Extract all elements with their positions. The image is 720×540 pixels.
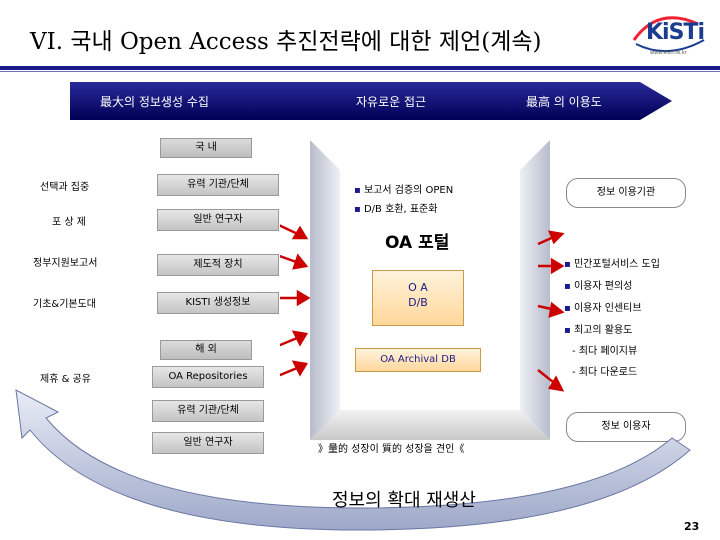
box-general-researchers: 일반 연구자 xyxy=(157,209,279,231)
domestic-label: 국 내 xyxy=(160,138,252,158)
side-label-cooperation: 제휴 & 공유 xyxy=(40,374,91,385)
box-kisti-info: KISTI 생성정보 xyxy=(157,292,279,314)
right-bullet-0: ▪ 민간포털서비스 도입 xyxy=(564,259,660,270)
oa-db-box: O A D/B xyxy=(372,270,464,326)
oa-archival-db-box: OA Archival DB xyxy=(355,348,481,372)
center-bullet-open: ▪ 보고서 검증의 OPEN xyxy=(354,185,454,196)
oa-db-line1: O A xyxy=(408,281,428,294)
box-lower-researchers: 일반 연구자 xyxy=(152,432,264,454)
right-sub-download: - 최다 다운로드 xyxy=(572,367,638,378)
top-arrow-bar: 最大의 정보생성 수집 자유로운 접근 最高 의 이용도 xyxy=(60,80,680,122)
side-label-reward: 포 상 제 xyxy=(52,217,86,228)
box-oa-repositories: OA Repositories xyxy=(152,366,264,388)
overseas-label: 해 외 xyxy=(160,340,252,360)
title-rule xyxy=(0,66,720,70)
info-institution-box: 정보 이용기관 xyxy=(566,178,686,208)
oa-db-line2: D/B xyxy=(408,296,428,309)
logo-swoosh-icon xyxy=(632,16,705,53)
logo-text: KiSTi xyxy=(646,20,705,45)
side-label-basic: 기초&기본도대 xyxy=(33,299,96,310)
oa-portal-label: OA 포털 xyxy=(385,233,450,253)
page-number: 23 xyxy=(684,520,700,533)
box-institutional-measures: 제도적 장치 xyxy=(157,254,279,276)
title-rule-thin xyxy=(0,71,720,72)
incoming-arrows xyxy=(280,224,311,377)
logo-url: www.kisti.re.kr xyxy=(650,50,687,56)
arrow-label-free-access: 자유로운 접근 xyxy=(356,95,427,109)
outgoing-arrows xyxy=(537,230,565,392)
side-label-gov-report: 정부지원보고서 xyxy=(33,258,98,269)
bullet-icon: ▪ xyxy=(564,303,574,314)
cycle-text: 정보의 확대 재생산 xyxy=(332,490,476,511)
arrow-label-max-usage: 最高 의 이용도 xyxy=(526,95,602,109)
growth-text: 》量的 성장이 質的 성장을 견인《 xyxy=(318,444,465,455)
center-funnel-graphic xyxy=(280,140,565,440)
box-lower-institutions: 유력 기관/단체 xyxy=(152,400,264,422)
bullet-icon: ▪ xyxy=(354,185,364,196)
right-bullet-1: ▪ 이용자 편의성 xyxy=(564,281,633,292)
bullet-icon: ▪ xyxy=(564,259,574,270)
bullet-icon: ▪ xyxy=(354,204,364,215)
center-bullet-standard: ▪ D/B 호환, 표준화 xyxy=(354,204,438,215)
cycle-arrow-graphic xyxy=(15,389,691,531)
kisti-logo: KiSTi www.kisti.re.kr xyxy=(628,10,710,64)
funnel-floor xyxy=(310,410,550,440)
funnel-right-wall xyxy=(520,140,550,440)
right-sub-pageview: - 최다 페이지뷰 xyxy=(572,346,638,357)
arrow-label-max-collection: 最大의 정보생성 수집 xyxy=(100,95,209,109)
right-bullet-2: ▪ 이용자 인센티브 xyxy=(564,303,642,314)
right-bullet-3: ▪ 최고의 활용도 xyxy=(564,325,633,336)
side-label-selection: 선택과 집중 xyxy=(40,182,90,193)
bullet-icon: ▪ xyxy=(564,325,574,336)
funnel-left-wall xyxy=(310,140,340,440)
box-major-institutions: 유력 기관/단체 xyxy=(157,174,279,196)
cycle-arrow-icon xyxy=(15,389,691,531)
page-title: VI. 국내 Open Access 추진전략에 대한 제언(계속) xyxy=(30,29,542,55)
info-user-box: 정보 이용자 xyxy=(566,412,686,442)
bullet-icon: ▪ xyxy=(564,281,574,292)
